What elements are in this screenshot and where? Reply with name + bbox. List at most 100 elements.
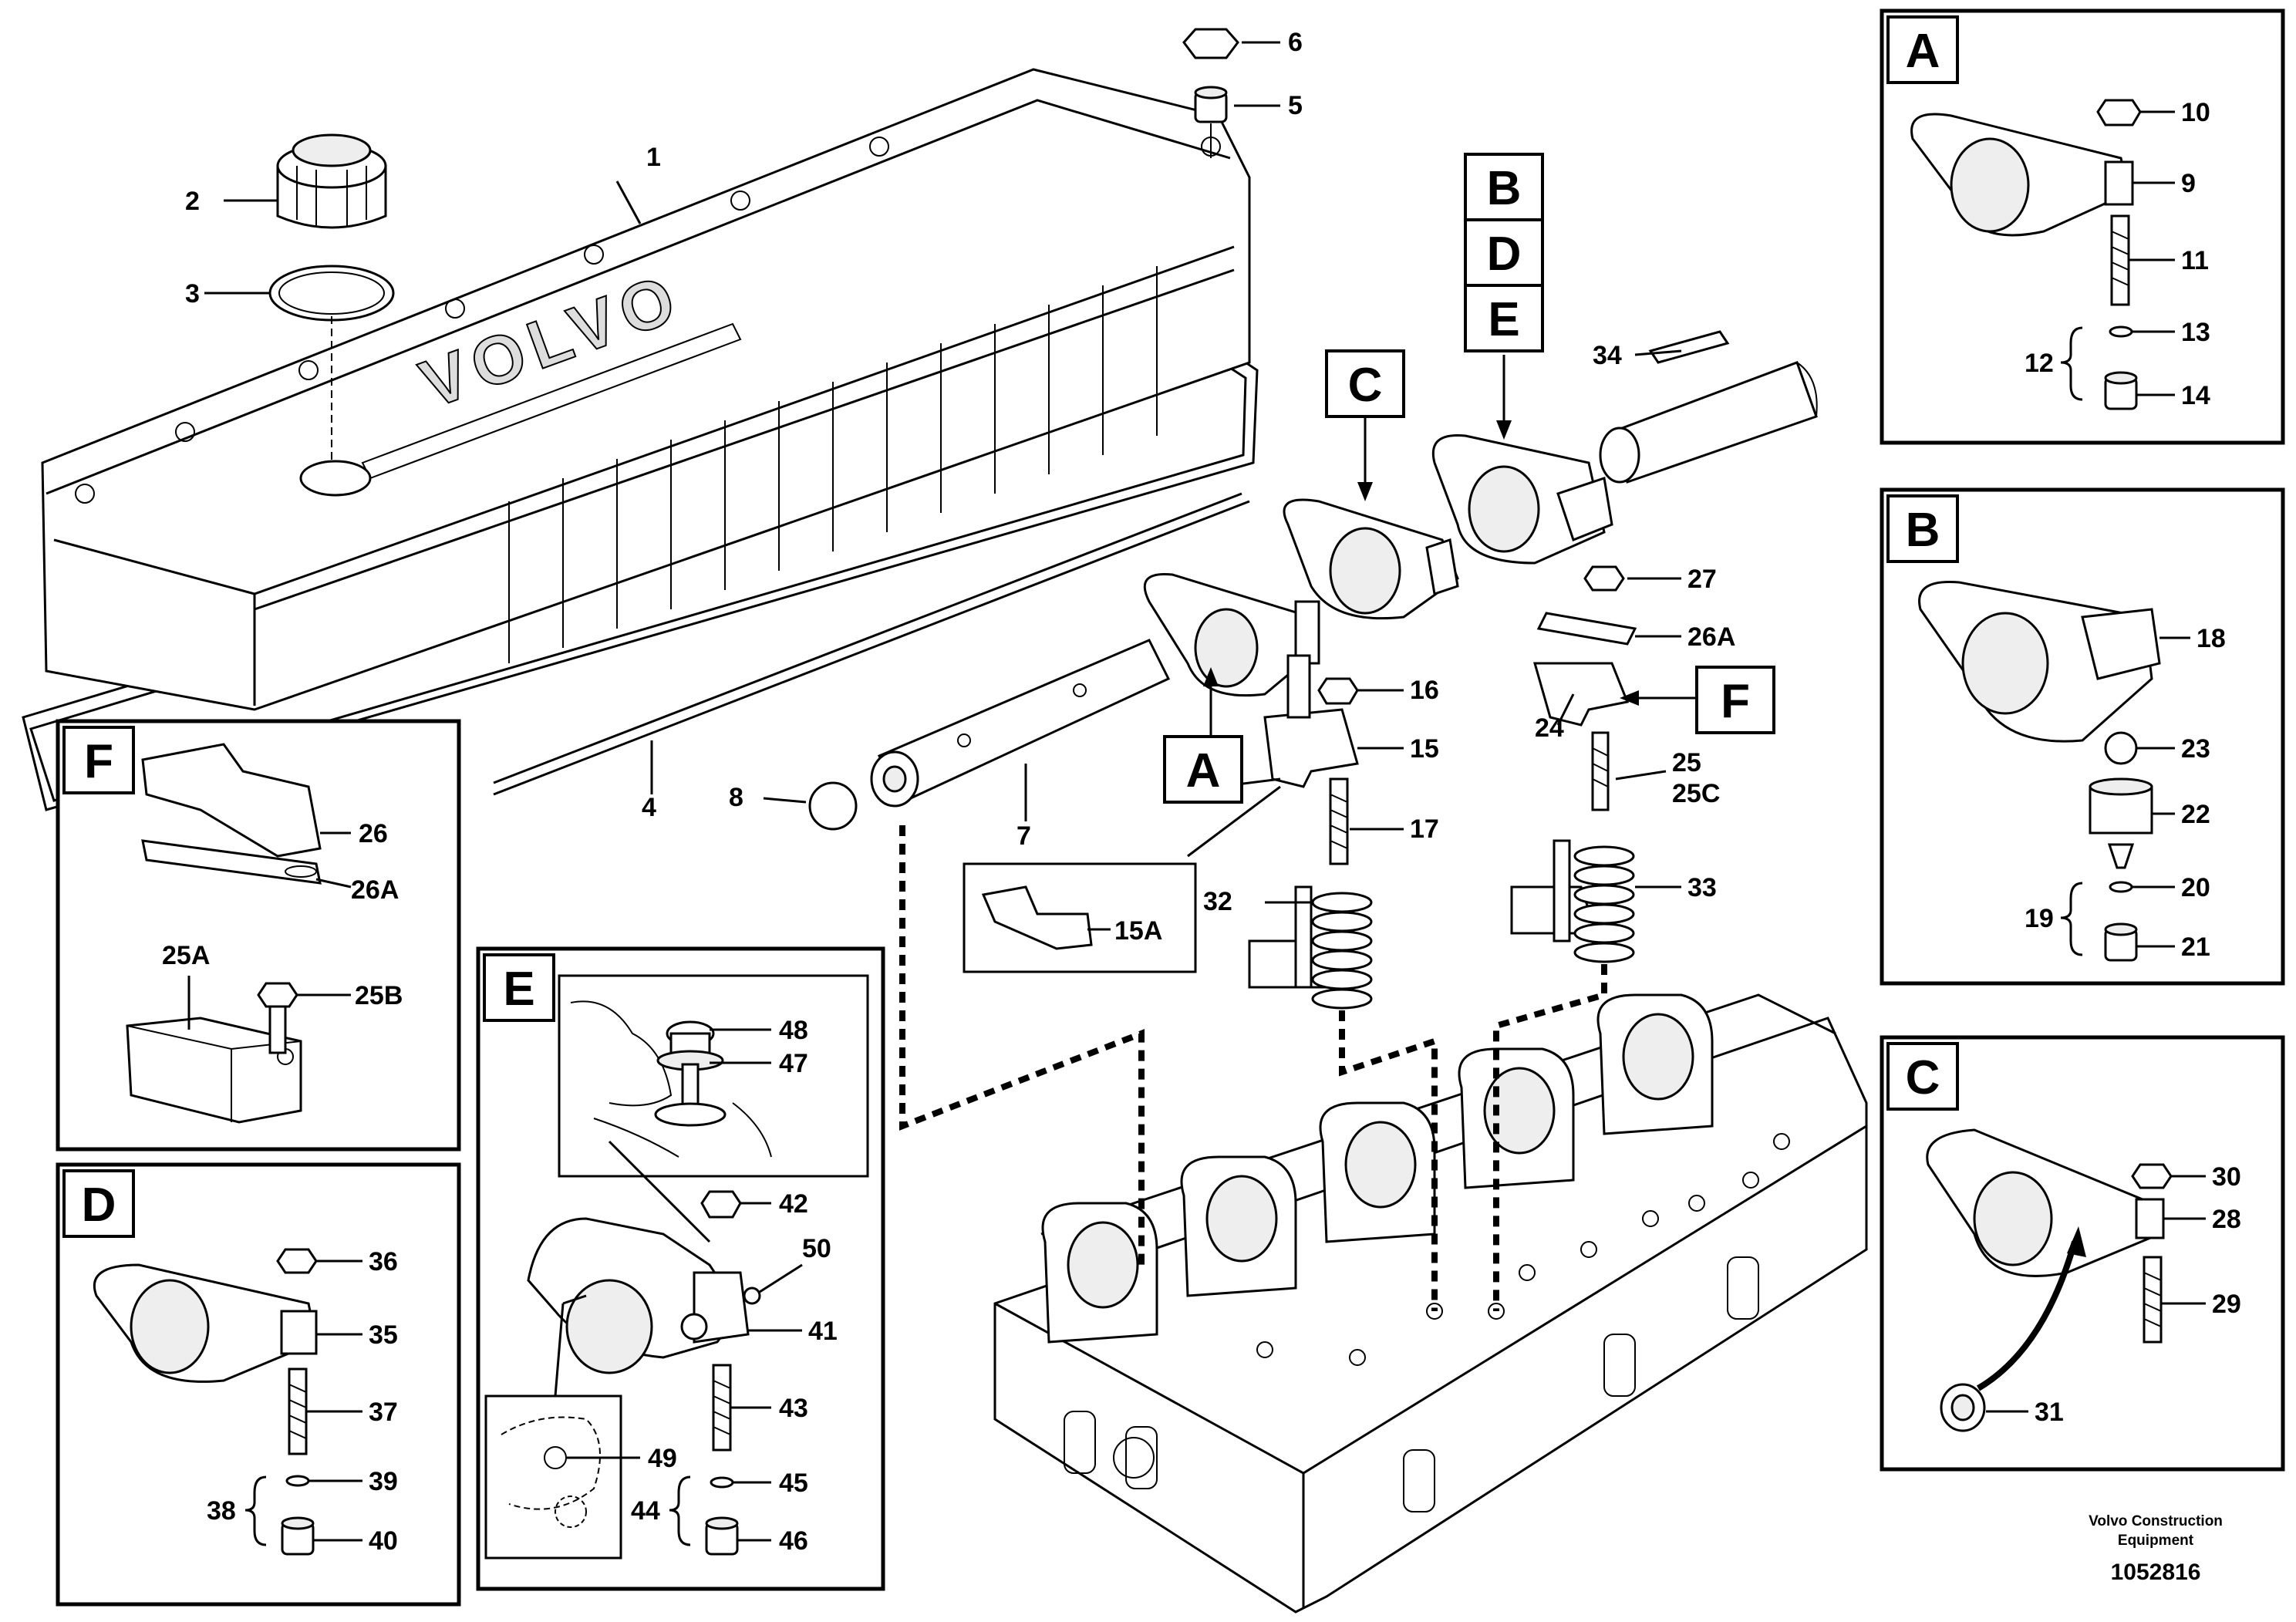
label-E42: 42 <box>779 1189 808 1219</box>
svg-text:E: E <box>503 963 534 1016</box>
valve-bridge-24 <box>1533 662 1630 727</box>
label-17: 17 <box>1410 814 1439 844</box>
label-C30: 30 <box>2212 1162 2241 1192</box>
label-8: 8 <box>729 783 743 812</box>
label-A12: 12 <box>2025 349 2054 378</box>
label-E47: 47 <box>779 1049 808 1078</box>
drawing-number: 1052816 <box>2111 1560 2201 1585</box>
label-25C: 25C <box>1672 779 1720 808</box>
valve-cover: VOLVO <box>41 68 1251 711</box>
label-B22: 22 <box>2181 800 2210 829</box>
panel-E: E 48 47 <box>476 946 885 1591</box>
main-callouts: 1 2 3 4 5 6 7 8 15 16 17 32 33 27 26A 25… <box>185 28 1735 916</box>
bridge-nut <box>1317 677 1359 705</box>
label-25: 25 <box>1672 748 1701 777</box>
panel-B: B 18 23 22 20 21 19 <box>1880 487 2285 986</box>
label-C29: 29 <box>2212 1290 2241 1319</box>
label-A13: 13 <box>2181 318 2210 347</box>
label-B21: 21 <box>2181 932 2210 962</box>
panel-F: F 26 26A 25A 25B <box>56 719 461 1152</box>
shaft-to-head-dashline <box>899 825 1145 1265</box>
adjusting-screw-17 <box>1329 777 1349 865</box>
cover-nut <box>1182 28 1239 59</box>
footer-company-line1: Volvo Construction <box>2089 1513 2223 1529</box>
label-33: 33 <box>1687 873 1717 902</box>
label-7: 7 <box>1017 821 1031 851</box>
rocker-arm-bde <box>1432 433 1613 565</box>
camshaft-bearing-caps <box>1041 993 1714 1344</box>
label-D39: 39 <box>369 1467 398 1496</box>
label-E43: 43 <box>779 1394 808 1423</box>
label-1: 1 <box>646 143 661 172</box>
label-A10: 10 <box>2181 98 2210 127</box>
cylinder-head <box>993 993 1868 1614</box>
rocker-arm-c <box>1283 498 1459 620</box>
spring33-to-head-dashline <box>1493 964 1607 1311</box>
oil-filler-cap <box>276 133 387 229</box>
cover-ribs <box>508 266 1158 663</box>
label-32: 32 <box>1203 887 1232 916</box>
cover-spacer <box>1194 86 1228 123</box>
label-C31: 31 <box>2035 1398 2064 1427</box>
label-B20: 20 <box>2181 873 2210 902</box>
label-F26A: 26A <box>351 875 399 905</box>
label-D35: 35 <box>369 1320 398 1350</box>
svg-text:C: C <box>1348 359 1383 412</box>
label-5: 5 <box>1288 91 1303 120</box>
leader-lines <box>204 41 1682 904</box>
tag-C: C <box>1325 349 1405 418</box>
label-F25B: 25B <box>355 981 403 1010</box>
lock-plate-34 <box>1648 330 1730 364</box>
footer: Volvo Construction Equipment 1052816 <box>2089 1513 2223 1585</box>
label-3: 3 <box>185 279 200 309</box>
tag-D: D <box>1464 218 1544 287</box>
panel-C: C 30 28 29 31 <box>1880 1035 2285 1472</box>
label-15: 15 <box>1410 734 1439 764</box>
label-24: 24 <box>1535 713 1564 743</box>
svg-text:D: D <box>82 1179 116 1232</box>
valve-spring-32 <box>1248 885 1373 1010</box>
rocker-shaft-right <box>1599 361 1818 484</box>
cylinder-head-studs <box>1256 1133 1790 1366</box>
svg-text:F: F <box>1721 675 1750 728</box>
svg-text:A: A <box>1186 744 1221 798</box>
o-ring <box>268 265 395 322</box>
screw-25 <box>1591 731 1610 811</box>
label-A11: 11 <box>2181 246 2209 275</box>
svg-text:B: B <box>1487 162 1522 215</box>
label-34: 34 <box>1593 341 1622 370</box>
filler-neck <box>299 460 372 497</box>
label-15A: 15A <box>1114 916 1162 946</box>
label-26A-main: 26A <box>1687 622 1735 652</box>
svg-text:B: B <box>1906 504 1940 557</box>
view-tag-arrows <box>1203 355 1697 737</box>
label-B18: 18 <box>2197 624 2226 653</box>
label-F25A: 25A <box>162 941 210 970</box>
label-F26: 26 <box>359 819 388 848</box>
svg-text:D: D <box>1487 228 1522 281</box>
svg-text:C: C <box>1906 1051 1940 1104</box>
label-27: 27 <box>1687 565 1717 594</box>
label-E50: 50 <box>802 1234 831 1263</box>
cylinder-head-ports <box>1064 1256 1759 1512</box>
valve-spring-33 <box>1510 839 1635 963</box>
shaft-plug <box>808 781 858 831</box>
label-16: 16 <box>1410 676 1439 705</box>
label-B23: 23 <box>2181 734 2210 764</box>
valve-bridge-15 <box>1263 654 1359 788</box>
svg-text:A: A <box>1906 25 1940 78</box>
label-A9: 9 <box>2181 169 2196 198</box>
label-4: 4 <box>642 793 656 822</box>
label-D37: 37 <box>369 1398 398 1427</box>
label-E48: 48 <box>779 1016 808 1045</box>
label-E44: 44 <box>631 1496 660 1526</box>
label-D36: 36 <box>369 1247 398 1276</box>
label-E41: 41 <box>808 1317 838 1346</box>
tag-E: E <box>1464 284 1544 352</box>
label-D38: 38 <box>207 1496 236 1526</box>
svg-text:F: F <box>84 735 113 788</box>
label-B19: 19 <box>2025 904 2054 933</box>
label-6: 6 <box>1288 28 1303 57</box>
label-C28: 28 <box>2212 1205 2241 1234</box>
